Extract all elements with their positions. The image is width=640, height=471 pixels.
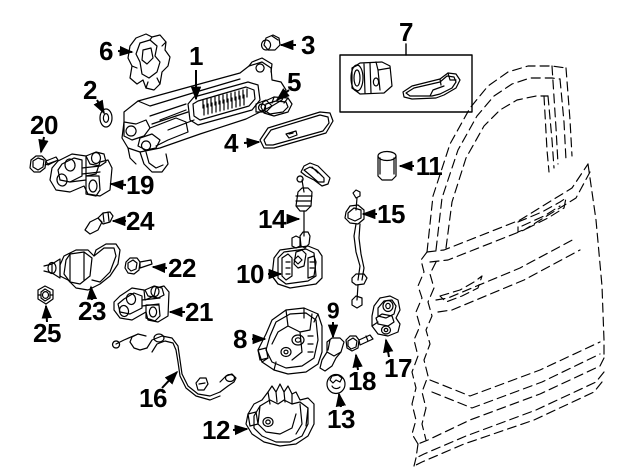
callout-label-18: 18 (348, 366, 376, 396)
part-4-handle-trim-cover-strip (259, 111, 334, 149)
part-11-rubber-cap-plug (377, 150, 397, 181)
part-2-grommet-seal (99, 108, 113, 128)
arrow-5 (275, 88, 290, 102)
part-18-mounting-bolt-small (345, 334, 374, 352)
lock-lever-key-arm (402, 72, 461, 100)
callout-label-1: 1 (189, 41, 203, 71)
callout-label-25: 25 (33, 318, 61, 348)
callout-label-7: 7 (399, 17, 413, 47)
part-17-door-check-bracket (371, 295, 401, 337)
lock-cylinder-barrel (350, 61, 393, 95)
callout-label-11: 11 (415, 151, 443, 181)
callout-label-10: 10 (236, 259, 264, 289)
part-12-lower-latch-striker-housing (245, 383, 315, 447)
callout-label-20: 20 (30, 110, 58, 140)
callout-label-22: 22 (168, 253, 196, 283)
arrow-12 (232, 424, 249, 436)
part-21-lower-door-hinge (113, 285, 170, 323)
part-7-lock-cylinder-kit-box (339, 43, 473, 113)
callout-label-19: 19 (126, 170, 154, 200)
part-9-bumper-stopper-pin (319, 337, 345, 372)
arrow-19 (109, 179, 127, 191)
front-door-shell-outline (411, 65, 605, 467)
callout-label-5: 5 (287, 67, 301, 97)
part-13-snap-ring-clip (326, 373, 346, 395)
part-6-handle-reinforcement-bracket (127, 33, 171, 91)
callout-label-9: 9 (326, 297, 340, 324)
callout-label-2: 2 (83, 75, 97, 105)
arrow-20 (38, 136, 49, 154)
arrow-6 (117, 45, 134, 57)
part-1-outside-door-handle-carrier (121, 57, 287, 173)
part-23-door-check-strap-arm (43, 243, 121, 291)
callout-label-8: 8 (233, 324, 247, 354)
callout-label-3: 3 (301, 30, 315, 60)
arrow-13 (335, 392, 347, 408)
callout-label-17: 17 (384, 353, 412, 383)
arrow-18 (352, 353, 363, 371)
callout-label-24: 24 (126, 206, 154, 236)
callout-label-4: 4 (224, 128, 238, 158)
callout-label-21: 21 (185, 297, 213, 327)
part-16-door-release-cable (111, 333, 237, 401)
callout-label-23: 23 (78, 296, 106, 326)
callout-label-6: 6 (99, 36, 113, 66)
callout-label-12: 12 (202, 415, 230, 445)
arrow-2 (93, 99, 105, 115)
part-15-lock-rod-lower (344, 189, 368, 309)
part-19-upper-door-hinge (49, 151, 113, 197)
arrow-4 (243, 137, 261, 149)
callout-arrows (38, 39, 414, 436)
arrow-16 (161, 370, 179, 389)
part-22-hinge-bolt-short (124, 257, 153, 275)
arrow-17 (383, 338, 394, 358)
part-20-hinge-bolt-flanged (29, 155, 59, 173)
arrow-25 (41, 304, 52, 323)
part-24-hinge-pin-bolt (84, 211, 114, 235)
arrow-22 (151, 262, 168, 274)
callout-label-16: 16 (139, 383, 167, 413)
part-25-lock-nut (37, 285, 54, 305)
part-10-lock-control-module-housing (271, 235, 323, 289)
part-14-lock-rod-upper (295, 162, 331, 249)
callout-label-14: 14 (258, 204, 286, 234)
part-8-door-latch-lock-actuator (257, 307, 323, 375)
callout-label-13: 13 (327, 404, 355, 434)
callout-label-15: 15 (377, 199, 405, 229)
part-3-handle-end-cap-plug (260, 34, 281, 51)
arrow-23 (86, 285, 98, 301)
